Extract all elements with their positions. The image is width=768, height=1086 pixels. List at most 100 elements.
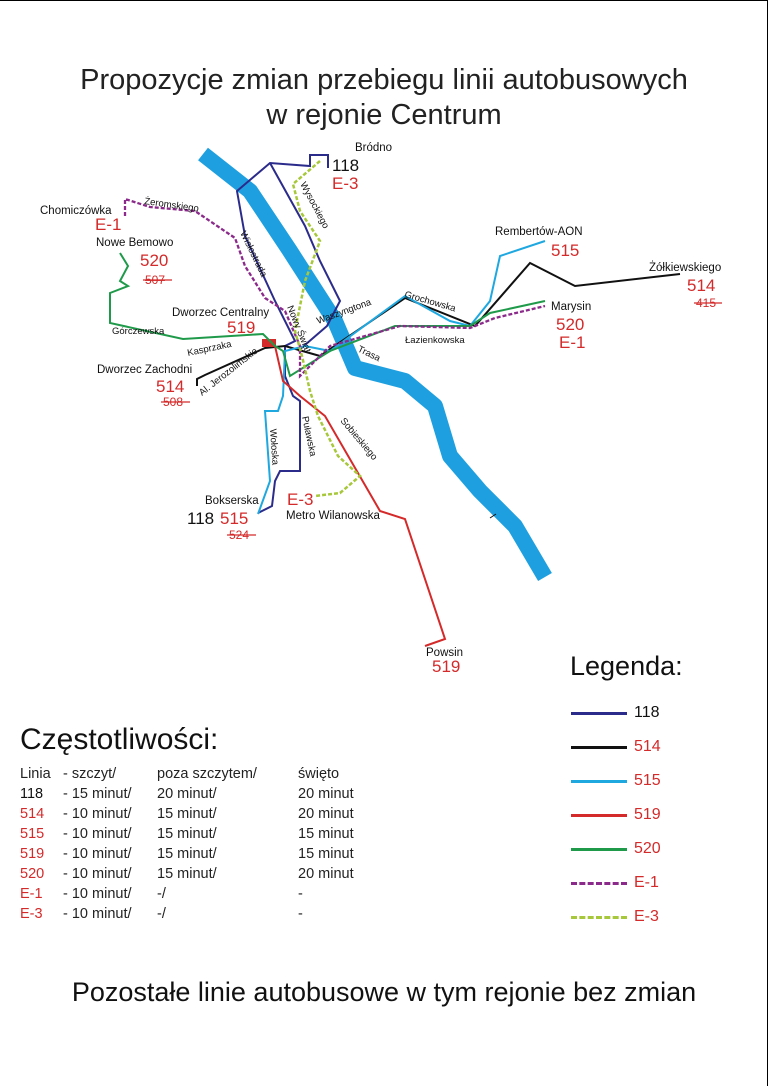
rembertow-515: 515 [551,241,579,260]
map-title-line2: w rejonie Centrum [266,99,502,131]
street-woloska: Wołoska [267,428,281,466]
street-wislostrada: Wisłostrada [237,229,269,279]
frequency-peak: - 10 minut/ [63,906,132,922]
frequency-offpeak: 15 minut/ [157,866,217,882]
route-515 [257,240,546,515]
header-peak: - szczyt/ [63,766,117,782]
street-sobieskiego: Sobieskiego [338,416,380,463]
place-powsin: Powsin [426,647,463,659]
place-dworzec-zachodni: Dworzec Zachodni [97,364,192,376]
frequency-holiday: 20 minut [298,786,354,802]
street-pulawska: Puławska [299,415,318,458]
frequency-holiday: 20 minut [298,806,354,822]
frequency-holiday: - [298,906,303,922]
brodno-e3: E-3 [332,174,358,193]
street-lazienkowska: Łazienkowska [405,335,465,346]
legend-swatch [571,882,627,885]
route-map: Bródno 118 E-3 Chomiczówka E-1 Nowe Bemo… [40,142,722,676]
place-rembertow: Rembertów-AON [495,226,583,238]
frequency-offpeak: 15 minut/ [157,846,217,862]
legend-label: 514 [634,738,661,755]
place-marysin: Marysin [551,301,591,313]
frequency-offpeak: 20 minut/ [157,786,217,802]
frequency-offpeak: -/ [157,886,166,902]
legend-swatch [571,814,627,817]
legend-label: 118 [634,704,660,721]
legend-swatch [571,746,627,749]
chomiczowka-e1: E-1 [95,215,121,234]
frequency-line: E-1 [20,886,43,902]
route-118 [235,154,329,514]
frequency-peak: - 10 minut/ [63,846,132,862]
frequency-line: 520 [20,866,45,882]
route-e3 [291,160,362,498]
route-514 [196,261,681,386]
frequencies-title: Częstotliwości: [20,723,219,756]
legend-label: E-1 [634,874,659,891]
place-nowe-bemowo: Nowe Bemowo [96,237,173,249]
frequency-peak: - 10 minut/ [63,886,132,902]
frequency-line: 515 [20,826,45,842]
frequency-peak: - 10 minut/ [63,806,132,822]
frequency-offpeak: 15 minut/ [157,806,217,822]
header-line: Linia [20,766,51,782]
frequency-holiday: 20 minut [298,866,354,882]
legend-label: E-3 [634,908,659,925]
legend-swatch [571,780,627,783]
centralny-terminus [262,339,276,347]
zachodni-514: 514 [156,377,184,396]
frequency-peak: - 10 minut/ [63,866,132,882]
river-island [489,513,497,519]
frequency-line: 514 [20,806,45,822]
vistula-river [198,147,552,582]
place-bokserska: Bokserska [205,495,259,507]
street-zeromskiego: Żeromskiego [144,196,200,215]
street-kasprzaka: Kasprzaka [186,339,233,359]
legend-label: 520 [634,840,661,857]
marysin-e1: E-1 [559,333,585,352]
frequency-holiday: 15 minut [298,826,354,842]
legend-swatch [571,712,627,715]
header-holiday: święto [298,766,340,782]
frequency-line: 118 [20,786,44,802]
map-title-line1: Propozycje zmian przebiegu linii autobus… [80,64,688,96]
frequency-peak: - 15 minut/ [63,786,132,802]
place-chomiczowka: Chomiczówka [40,205,112,217]
legend-item: E-1 [571,873,751,893]
place-zolkiewskiego: Żółkiewskiego [649,261,721,274]
street-gorczewska: Górczewska [112,326,165,337]
bemowo-520: 520 [140,251,168,270]
place-metro-wilanowska: Metro Wilanowska [286,510,381,522]
legend-title: Legenda: [570,651,683,681]
frequency-holiday: - [298,886,303,902]
frequency-holiday: 15 minut [298,846,354,862]
legend-item: 519 [571,805,751,825]
place-dworzec-centralny: Dworzec Centralny [172,307,269,319]
route-118-branch [269,162,342,352]
legend-swatch [571,848,627,851]
legend-item: 520 [571,839,751,859]
frequency-offpeak: -/ [157,906,166,922]
brodno-118: 118 [332,156,359,175]
powsin-519: 519 [432,657,460,676]
bokserska-515: 515 [220,509,248,528]
header-offpeak: poza szczytem/ [157,766,257,782]
zolkiewskiego-514: 514 [687,276,715,295]
marysin-520: 520 [556,315,584,334]
wilanowska-e3: E-3 [287,490,313,509]
centralny-519: 519 [227,318,255,337]
legend-swatch [571,916,627,919]
frequency-peak: - 10 minut/ [63,826,132,842]
legend-item: 515 [571,771,751,791]
legend-label: 519 [634,806,661,823]
frequency-line: E-3 [20,906,43,922]
legend-item: E-3 [571,907,751,927]
footer-note: Pozostałe linie autobusowe w tym rejonie… [71,977,697,1007]
legend-label: 515 [634,772,661,789]
frequency-line: 519 [20,846,45,862]
frequency-offpeak: 15 minut/ [157,826,217,842]
legend-item: 118 [571,703,751,723]
bokserska-118: 118 [187,509,214,528]
place-brodno: Bródno [355,142,392,154]
